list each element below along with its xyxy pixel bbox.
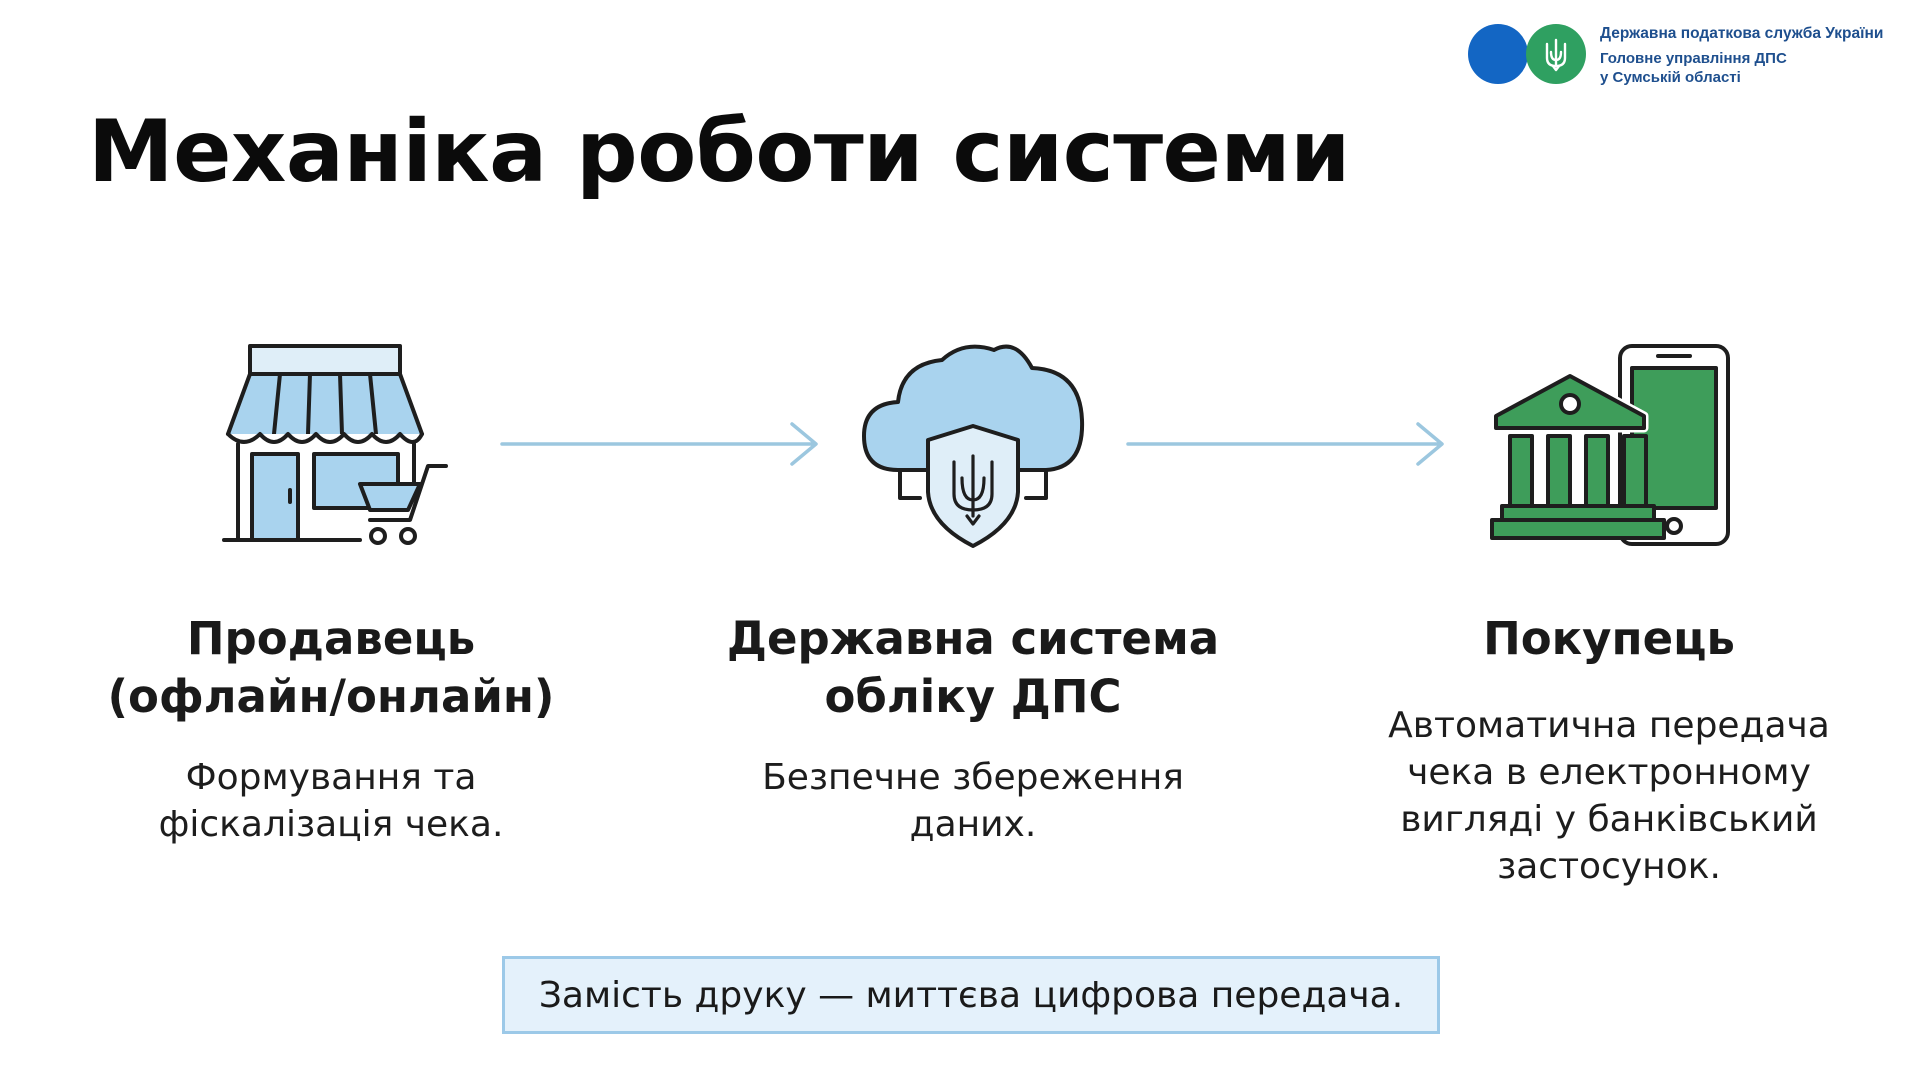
step-buyer-desc-line3: вигляді у банківський [1400, 799, 1818, 840]
cloud-shield-trident-icon [862, 344, 1085, 548]
step-system-description: Безпечне збереження даних. [700, 754, 1246, 848]
green-circle-logo [1526, 24, 1586, 84]
step-buyer-description: Автоматична передача чека в електронному… [1356, 702, 1862, 890]
org-region: у Сумській області [1600, 69, 1741, 86]
summary-banner-text: Замість друку — миттєва цифрова передача… [538, 974, 1404, 1016]
slide-title: Механіка роботи системи [88, 102, 1350, 202]
arrow-right-icon [1126, 422, 1444, 466]
step-system-title-line1: Державна система [726, 612, 1220, 665]
org-department: Головне управління ДПС [1600, 50, 1787, 67]
arrow-right-icon [500, 422, 818, 466]
step-system-desc-line2: даних. [909, 804, 1037, 845]
org-name: Державна податкова служба України [1600, 25, 1884, 42]
org-logo: Державна податкова служба України Головн… [1468, 24, 1908, 88]
step-system-title: Державна система обліку ДПС [700, 610, 1246, 726]
step-buyer-desc-line4: застосунок. [1497, 846, 1721, 887]
blue-circle-logo [1468, 24, 1528, 84]
step-buyer-desc-line1: Автоматична передача [1388, 705, 1830, 746]
summary-banner: Замість друку — миттєва цифрова передача… [502, 956, 1440, 1034]
step-seller-title-line1: Продавець [186, 612, 476, 665]
step-system-title-line2: обліку ДПС [824, 670, 1122, 723]
step-buyer-title-line1: Покупець [1483, 612, 1735, 665]
org-name-block: Державна податкова служба України Головн… [1600, 24, 1910, 87]
step-seller-title: Продавець (офлайн/онлайн) [84, 610, 578, 726]
storefront-cart-icon [222, 344, 448, 545]
step-seller-description: Формування та фіскалізація чека. [84, 754, 578, 848]
bank-smartphone-icon [1490, 344, 1730, 546]
step-system-desc-line1: Безпечне збереження [762, 757, 1184, 798]
step-seller-title-line2: (офлайн/онлайн) [107, 670, 555, 723]
trident-icon [1545, 38, 1567, 72]
step-buyer-desc-line2: чека в електронному [1407, 752, 1811, 793]
step-seller-desc-line1: Формування та [185, 757, 477, 798]
step-seller-desc-line2: фіскалізація чека. [158, 804, 504, 845]
step-buyer-title: Покупець [1356, 610, 1862, 668]
